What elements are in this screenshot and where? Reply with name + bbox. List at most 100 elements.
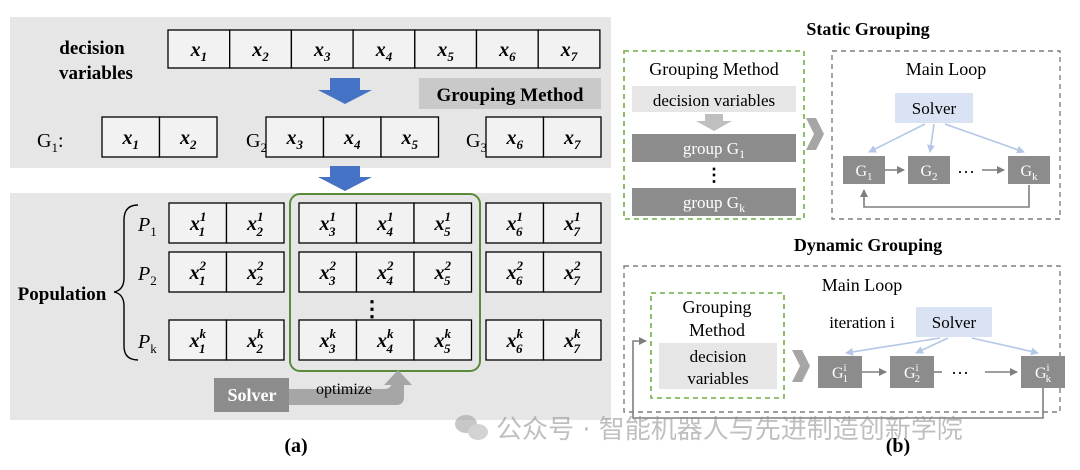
static-solver-label: Solver bbox=[912, 99, 957, 118]
dynamic-main-loop-box bbox=[623, 265, 1061, 413]
variable-cell bbox=[355, 202, 415, 244]
blue-down-arrow bbox=[318, 78, 372, 104]
watermark-text: 公众号 · 智能机器人与先进制造创新学院 bbox=[496, 415, 963, 445]
static-down-arrow bbox=[696, 114, 732, 131]
wechat-icon bbox=[455, 415, 488, 440]
static-solver-arrow bbox=[868, 123, 926, 153]
optimized-group-box bbox=[289, 193, 481, 372]
variable-label: x5 bbox=[401, 127, 419, 152]
population-row-label: P1 bbox=[137, 214, 157, 239]
variable-cell bbox=[485, 116, 545, 158]
dynamic-solver-box bbox=[916, 307, 992, 337]
variable-cell bbox=[168, 202, 228, 244]
variable-cell bbox=[413, 319, 473, 361]
static-solver-arrow bbox=[944, 123, 1025, 154]
variable-cell bbox=[168, 319, 228, 361]
dynamic-feedback-loop bbox=[632, 337, 1044, 419]
watermark: 公众号 · 智能机器人与先进制造创新学院 bbox=[455, 415, 963, 445]
variable-label: x5 bbox=[436, 39, 454, 64]
caption-a: (a) bbox=[284, 435, 307, 457]
grouping-method-label: Grouping Method bbox=[437, 85, 584, 106]
dynamic-decision-line2: variables bbox=[687, 369, 748, 388]
dynamic-solver-arrow bbox=[971, 337, 1039, 356]
static-grouping-title: Static Grouping bbox=[806, 19, 929, 39]
blue-down-arrow bbox=[318, 166, 372, 191]
variable-cell bbox=[225, 251, 285, 293]
dynamic-solver-label: Solver bbox=[932, 313, 977, 332]
dynamic-loop-node bbox=[1021, 356, 1065, 388]
solver-label: Solver bbox=[228, 385, 277, 405]
variable-cell bbox=[414, 29, 478, 69]
dynamic-main-loop-label: Main Loop bbox=[822, 275, 903, 295]
dynamic-decision-variables-box bbox=[659, 343, 777, 389]
variable-label: x2 bbox=[251, 39, 269, 64]
variable-label: x4 bbox=[343, 127, 361, 152]
variable-cell bbox=[542, 202, 602, 244]
variable-cell bbox=[413, 251, 473, 293]
dynamic-solver-arrow bbox=[915, 337, 949, 354]
variable-cell bbox=[380, 116, 440, 158]
variable-label: x1 bbox=[190, 39, 208, 64]
panel-b: Static Grouping Grouping Method decision… bbox=[623, 19, 1065, 457]
optimize-arrow bbox=[289, 370, 412, 405]
variable-cell bbox=[542, 319, 602, 361]
variable-label: x2 bbox=[179, 127, 197, 152]
decision-label-line2: variables bbox=[59, 63, 133, 84]
grouping-method-box bbox=[419, 78, 601, 109]
variable-label: x4 bbox=[375, 39, 393, 64]
variable-cell bbox=[229, 29, 293, 69]
dynamic-solver-arrow bbox=[845, 337, 941, 356]
dynamic-loop-node bbox=[890, 356, 934, 388]
static-loop-node bbox=[843, 156, 885, 184]
dynamic-grouping-method-line1: Grouping bbox=[683, 297, 752, 317]
population-row-label: P2 bbox=[137, 263, 157, 288]
variable-label: x7 bbox=[563, 127, 581, 152]
static-node-label: Gk bbox=[1020, 163, 1038, 183]
static-chevron-arrow bbox=[806, 118, 824, 150]
variable-cell bbox=[322, 116, 382, 158]
static-decision-variables-label: decision variables bbox=[653, 91, 775, 110]
variable-cell bbox=[158, 116, 218, 158]
variable-cell bbox=[298, 202, 358, 244]
variable-label: x1 bbox=[122, 127, 140, 152]
decision-label-line1: decision bbox=[59, 38, 125, 59]
static-feedback-loop bbox=[860, 185, 1030, 208]
variable-cell bbox=[225, 202, 285, 244]
dynamic-grouping-title: Dynamic Grouping bbox=[794, 235, 942, 255]
static-loop-node bbox=[908, 156, 950, 184]
static-group-first bbox=[632, 134, 796, 162]
static-group-ellipsis: ⋮ bbox=[705, 165, 723, 185]
static-main-loop-label: Main Loop bbox=[906, 59, 987, 79]
population-row-label: Pk bbox=[137, 331, 157, 356]
dynamic-dots: ··· bbox=[951, 363, 969, 383]
variable-cell bbox=[542, 116, 602, 158]
dynamic-grouping-method-box bbox=[650, 292, 785, 399]
dynamic-grouping-method-line2: Method bbox=[689, 320, 745, 340]
solver-box bbox=[214, 378, 289, 412]
caption-b: (b) bbox=[886, 435, 910, 457]
static-loop-node bbox=[1008, 156, 1050, 184]
static-group-last bbox=[632, 188, 796, 216]
dynamic-chevron-arrow bbox=[792, 350, 810, 382]
dynamic-decision-line1: decision bbox=[690, 347, 747, 366]
